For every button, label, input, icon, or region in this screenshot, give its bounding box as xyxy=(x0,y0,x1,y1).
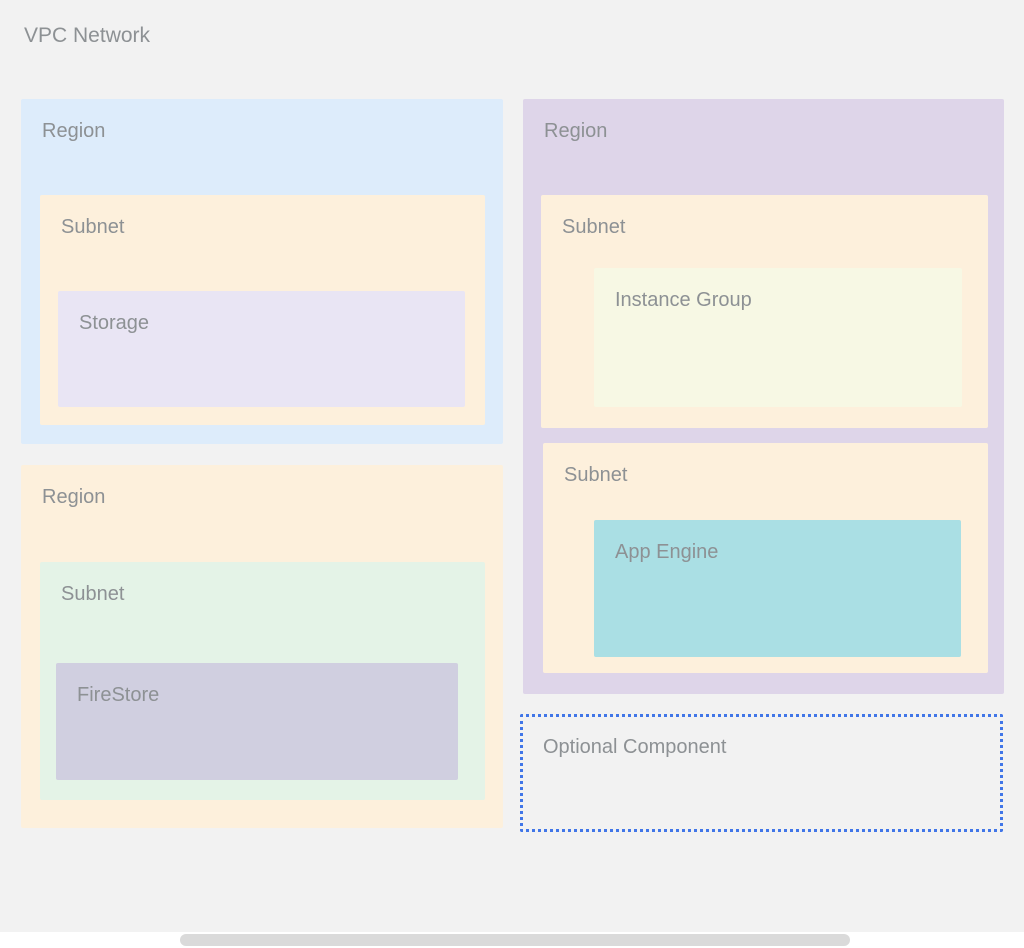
subnet-box: Subnet FireStore xyxy=(40,562,485,800)
region-box-top-right: Region Subnet Instance Group Subnet App … xyxy=(523,99,1004,694)
subnet-box: Subnet App Engine xyxy=(543,443,988,673)
firestore-label: FireStore xyxy=(77,684,160,706)
horizontal-scrollbar-thumb[interactable] xyxy=(180,934,850,946)
storage-box: Storage xyxy=(58,291,465,407)
instance-group-label: Instance Group xyxy=(615,289,752,311)
horizontal-scrollbar[interactable] xyxy=(0,932,1024,948)
subnet-box: Subnet Instance Group xyxy=(541,195,988,428)
app-engine-box: App Engine xyxy=(594,520,961,657)
app-engine-label: App Engine xyxy=(615,541,719,563)
region-box-bottom-left: Region Subnet FireStore xyxy=(21,465,503,828)
subnet-label: Subnet xyxy=(562,216,626,238)
optional-component-label: Optional Component xyxy=(543,736,727,758)
subnet-label: Subnet xyxy=(564,464,628,486)
subnet-label: Subnet xyxy=(61,583,125,605)
firestore-box: FireStore xyxy=(56,663,458,780)
region-label: Region xyxy=(544,120,608,142)
diagram-title: VPC Network xyxy=(24,24,151,47)
region-label: Region xyxy=(42,486,106,508)
optional-component-box: Optional Component xyxy=(520,714,1003,832)
storage-label: Storage xyxy=(79,312,150,334)
subnet-box: Subnet Storage xyxy=(40,195,485,425)
region-label: Region xyxy=(42,120,106,142)
instance-group-box: Instance Group xyxy=(594,268,962,407)
subnet-label: Subnet xyxy=(61,216,125,238)
region-box-top-left: Region Subnet Storage xyxy=(21,99,503,444)
